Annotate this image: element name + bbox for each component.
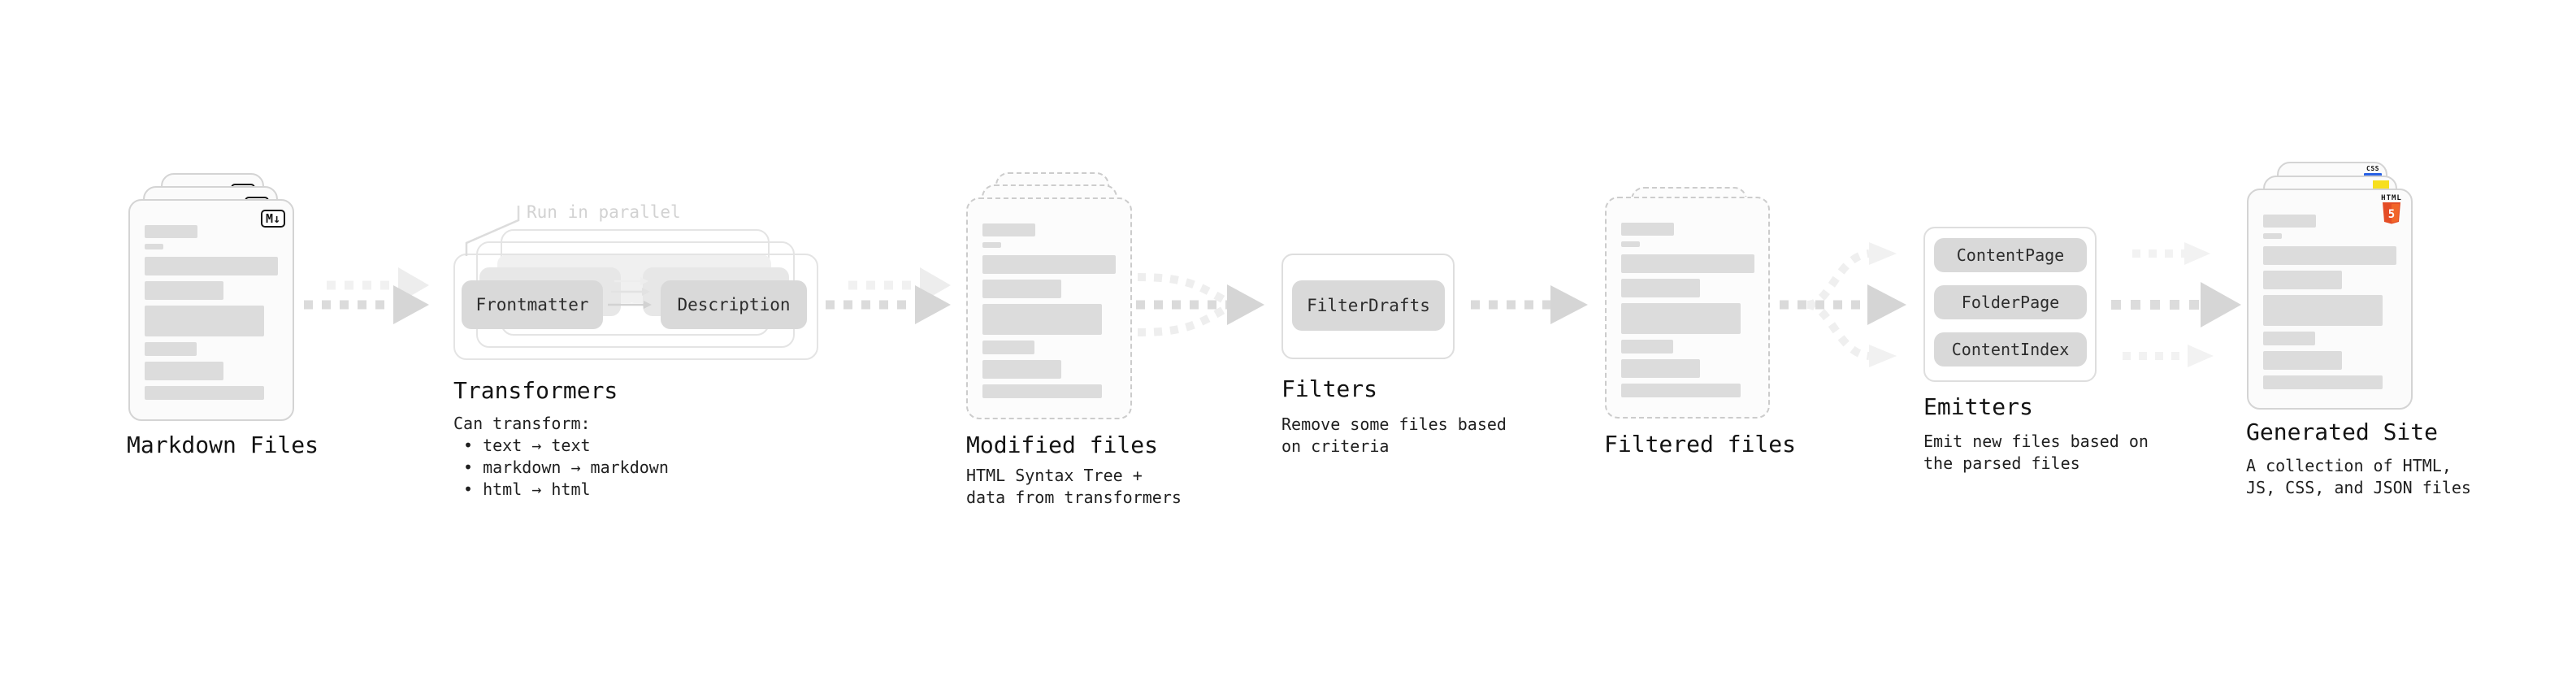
text-bar [2263, 246, 2396, 265]
text-bar [982, 223, 1035, 236]
split-arrow-filtered-to-emitters [1780, 242, 1906, 367]
stage-label-markdown-files: Markdown Files [127, 432, 319, 458]
flow-arrow-markdown-to-transformers [304, 267, 429, 324]
filters-body-line: on criteria [1281, 436, 1390, 456]
text-bar [2263, 375, 2383, 389]
text-bar [1621, 279, 1700, 297]
text-bar [1621, 223, 1674, 236]
flow-arrow-transformers-to-modified [826, 267, 951, 324]
text-bar [145, 244, 163, 249]
text-bar [2263, 351, 2342, 370]
modified-files-description: HTML Syntax Tree + data from transformer… [966, 465, 1182, 509]
text-bar [1621, 359, 1700, 378]
filters-description: Remove some files based on criteria [1281, 414, 1507, 458]
stage-label-emitters: Emitters [1923, 393, 2033, 420]
text-bar [145, 281, 223, 300]
markdown-icon: M↓ [260, 210, 285, 228]
text-bar [2263, 332, 2315, 345]
text-bar [1621, 254, 1754, 273]
modified-files-body-line: HTML Syntax Tree + [966, 466, 1143, 485]
text-bar [1621, 384, 1741, 397]
transformer-pill-description: Description [661, 280, 807, 329]
css-icon-bar [2364, 173, 2382, 176]
text-bar [2263, 233, 2282, 239]
text-bar [1621, 340, 1673, 354]
stage-label-modified-files: Modified files [966, 432, 1159, 458]
emitter-pill-contentindex: ContentIndex [1934, 332, 2087, 367]
html5-icon-label: HTML [2381, 194, 2402, 202]
transformers-bullet: • text → text [463, 436, 591, 455]
flow-arrow-filters-to-filtered [1471, 285, 1588, 324]
text-bar [2263, 295, 2383, 326]
filter-pill-filterdrafts: FilterDrafts [1292, 280, 1445, 331]
document-card-front [966, 197, 1132, 419]
stage-label-generated-site: Generated Site [2246, 419, 2439, 445]
html5-icon: HTML 5 [2381, 195, 2402, 228]
html5-shield: 5 [2383, 202, 2400, 224]
transform-arrows-icon [608, 277, 652, 309]
text-bar [982, 255, 1116, 274]
emitter-pill-folderpage: FolderPage [1934, 285, 2087, 319]
text-bar [145, 342, 197, 356]
generated-site-body-line: JS, CSS, and JSON files [2246, 478, 2471, 497]
modified-files-body-line: data from transformers [966, 488, 1182, 507]
text-bar [2263, 215, 2316, 228]
transformers-description: Can transform: • text → text • markdown … [453, 413, 669, 501]
transformers-bullet: • markdown → markdown [463, 458, 669, 477]
emitters-body-line: the parsed files [1923, 453, 2080, 473]
generated-site-description: A collection of HTML, JS, CSS, and JSON … [2246, 455, 2471, 499]
css-icon-label: CSS [2366, 165, 2379, 172]
text-bar [1621, 303, 1741, 334]
document-card-front [1605, 197, 1770, 419]
text-bar [145, 225, 197, 238]
generated-site-body-line: A collection of HTML, [2246, 456, 2452, 475]
stage-label-filtered-files: Filtered files [1604, 431, 1797, 458]
transformers-body-line: Can transform: [453, 414, 591, 433]
text-bar [982, 360, 1061, 379]
css-icon: CSS [2364, 166, 2382, 176]
merge-arrow-modified-to-filters [1136, 273, 1264, 336]
emitters-description: Emit new files based on the parsed files [1923, 431, 2149, 475]
document-card-front: HTML 5 [2247, 189, 2413, 410]
filters-body-line: Remove some files based [1281, 414, 1507, 434]
text-bar [982, 304, 1102, 335]
stage-label-transformers: Transformers [453, 377, 618, 404]
emitter-pill-contentpage: ContentPage [1934, 238, 2087, 272]
run-in-parallel-annotation: Run in parallel [527, 202, 681, 222]
text-bar [982, 384, 1102, 398]
text-bar [145, 257, 278, 275]
text-bar [982, 242, 1001, 248]
transformer-frame-front [453, 254, 818, 360]
text-bar [145, 362, 223, 380]
document-card-front: M↓ [128, 199, 294, 421]
text-bar [145, 386, 264, 400]
text-bar [145, 306, 264, 336]
transformers-bullet: • html → html [463, 479, 591, 499]
triple-arrow-emitters-to-site [2111, 242, 2241, 367]
stage-label-filters: Filters [1281, 375, 1378, 402]
transformer-pill-frontmatter: Frontmatter [462, 280, 603, 329]
emitters-body-line: Emit new files based on [1923, 432, 2149, 451]
text-bar [2263, 271, 2342, 289]
text-bar [1621, 241, 1640, 247]
text-bar [982, 280, 1061, 298]
annotation-leader-line [465, 206, 520, 256]
svg-text:5: 5 [2388, 208, 2395, 221]
text-bar [982, 340, 1034, 354]
